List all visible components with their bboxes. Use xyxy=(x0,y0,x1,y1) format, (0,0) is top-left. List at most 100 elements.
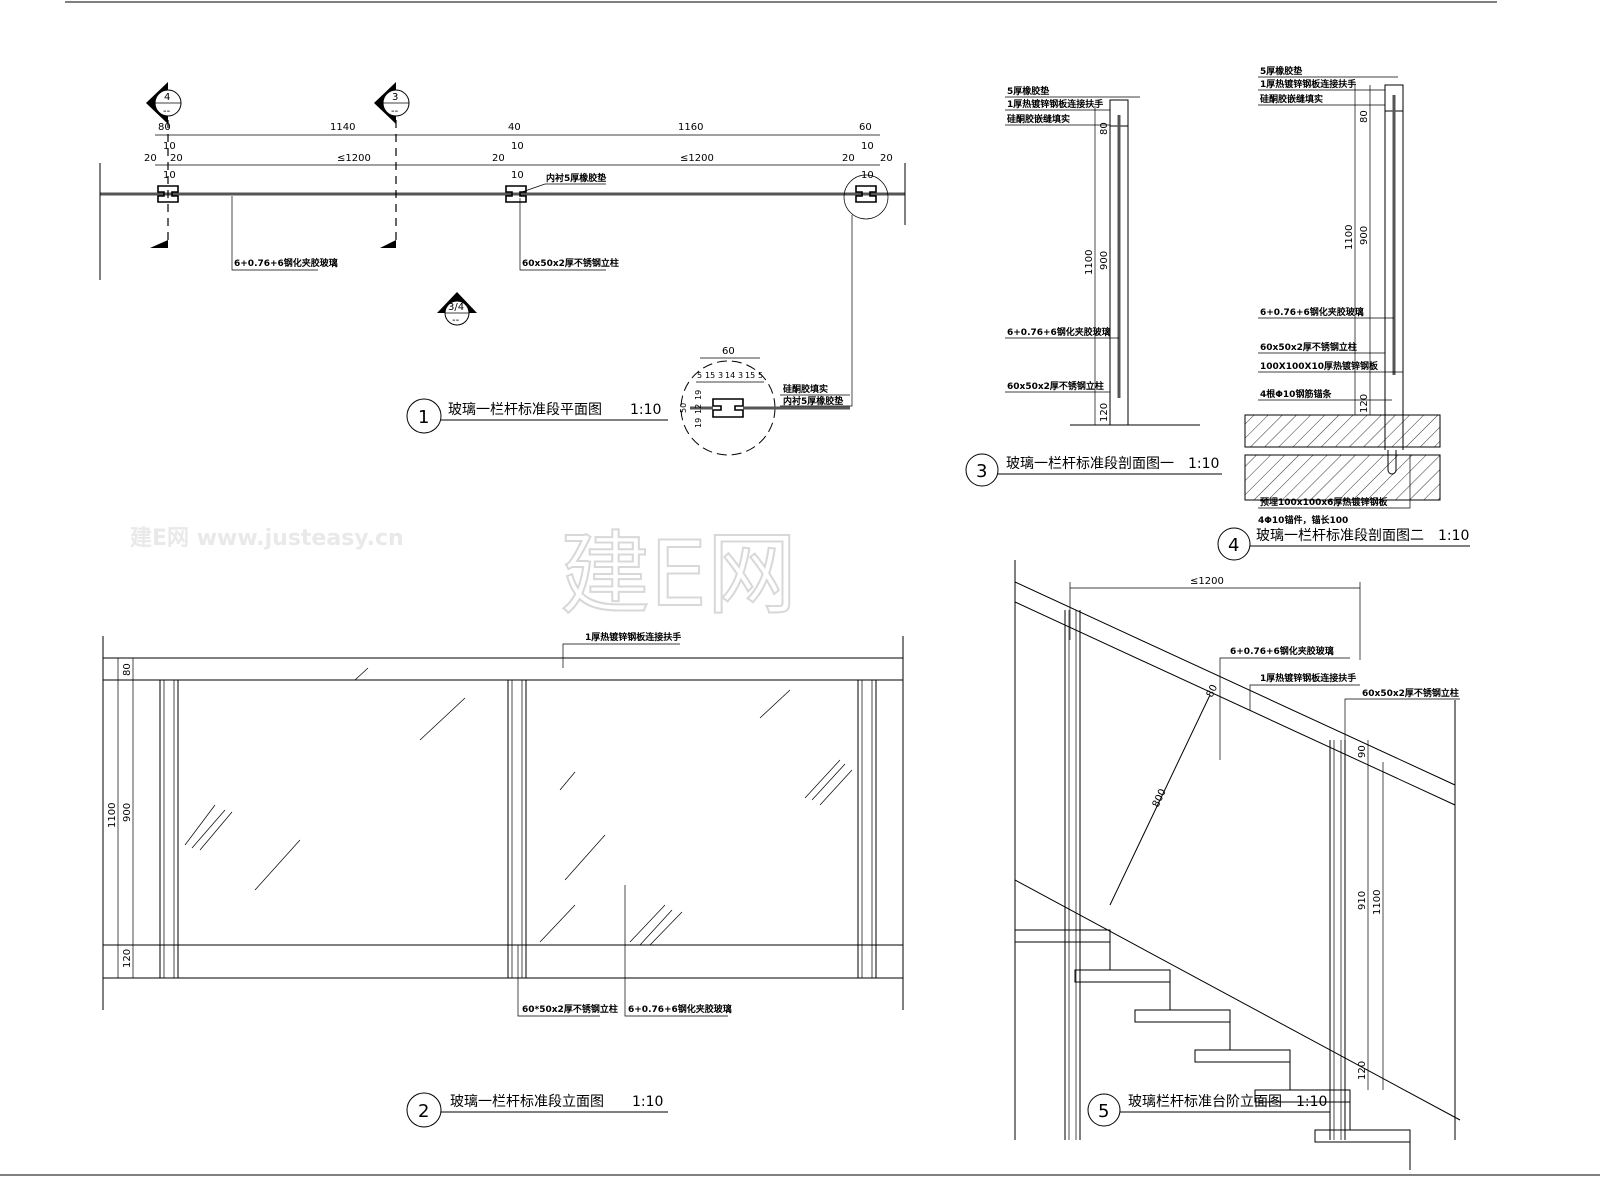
dim-text: 120 xyxy=(1099,403,1110,422)
svg-text:15: 15 xyxy=(745,371,755,380)
dim-text: 10 xyxy=(163,170,176,181)
dim-text: 1100 xyxy=(107,803,118,828)
watermark-layer: 建E网 www.justeasy.cn 建E网 xyxy=(130,521,798,628)
drawing-4-section: 80 900 1100 120 5厚橡胶垫 1厚热镀锌钢板连接扶手 硅酮胶嵌缝填… xyxy=(1217,65,1470,561)
drawing-scale: 1:10 xyxy=(1188,456,1219,472)
label: 5厚橡胶垫 xyxy=(1260,65,1302,77)
label: 100X100X10厚热镀锌钢板 xyxy=(1260,360,1379,372)
label: 6+0.76+6钢化夹胶玻璃 xyxy=(1007,326,1111,338)
dim-text: 120 xyxy=(1359,394,1370,413)
dim-text: 900 xyxy=(1359,226,1370,245)
glass-reflection-mark xyxy=(419,697,466,741)
svg-text:3: 3 xyxy=(738,371,743,380)
drawing-scale: 1:10 xyxy=(1438,528,1469,544)
label-glass: 6+0.76+6钢化夹胶玻璃 xyxy=(234,257,338,269)
diagonal-dimension xyxy=(1109,694,1211,906)
dim-text: 10 xyxy=(163,141,176,152)
dim-text: 80 xyxy=(122,663,133,676)
glass-reflection-mark xyxy=(649,911,683,946)
leader-line xyxy=(1219,657,1350,760)
floor-slab xyxy=(1244,414,1441,448)
dim-text: 900 xyxy=(122,803,133,822)
post-detail: 60 5 15 3 14 3 15 5 50 19 12 19 硅酮胶填实 内衬… xyxy=(679,346,850,456)
watermark-large: 建E网 xyxy=(560,522,797,627)
svg-text:3: 3 xyxy=(718,371,723,380)
svg-text:60: 60 xyxy=(722,346,735,357)
svg-text:--: -- xyxy=(163,106,171,117)
label: 6+0.76+6钢化夹胶玻璃 xyxy=(1260,306,1364,318)
drawing-title: 玻璃一栏杆标准段平面图 xyxy=(448,401,602,418)
stair-tread xyxy=(1074,969,1171,983)
dim-text: 80 xyxy=(1359,110,1370,123)
glass-reflection-mark xyxy=(804,759,841,799)
leader-line xyxy=(1258,455,1411,509)
dim-text: 10 xyxy=(511,141,524,152)
dim-text: 80 xyxy=(158,122,171,133)
leader-line xyxy=(521,183,606,193)
leader-line xyxy=(519,198,606,271)
dim-text: 20 xyxy=(170,153,183,164)
dim-text: 20 xyxy=(144,153,157,164)
svg-text:12: 12 xyxy=(694,404,703,414)
dim-text: 80 xyxy=(1205,683,1220,699)
handrail-top xyxy=(1014,581,1456,786)
drawing-scale: 1:10 xyxy=(1296,1094,1327,1110)
drawing-1-plan: 80 1140 40 1160 60 20 10 20 ≤1200 20 10 … xyxy=(99,82,906,456)
dim-text: ≤1200 xyxy=(337,153,371,164)
drawing-title: 玻璃一栏杆标准段剖面图一 xyxy=(1006,455,1174,472)
dim-text: 60 xyxy=(859,122,872,133)
post-plan-section xyxy=(855,185,877,203)
label-glass: 6+0.76+6钢化夹胶玻璃 xyxy=(1230,645,1334,657)
dim-text: ≤1200 xyxy=(1190,576,1224,587)
dim-text: 10 xyxy=(861,141,874,152)
drawing-scale: 1:10 xyxy=(630,402,661,418)
drawing-scale: 1:10 xyxy=(632,1094,663,1110)
anchor-bar xyxy=(1387,450,1397,475)
label: 60x50x2厚不锈钢立柱 xyxy=(1007,380,1104,392)
drawing-5-stair-elevation: ≤1200 80 800 90 910 1100 120 6+0.76+6钢化夹… xyxy=(1014,560,1461,1170)
label: 4根Φ10钢筋锚条 xyxy=(1260,388,1332,400)
dim-text: 20 xyxy=(880,153,893,164)
svg-text:19: 19 xyxy=(694,418,703,428)
handrail-bottom xyxy=(1014,601,1456,806)
svg-text:内衬5厚橡胶垫: 内衬5厚橡胶垫 xyxy=(783,395,843,407)
dim-text: 1100 xyxy=(1084,250,1095,275)
drawing-title: 玻璃栏杆标准台阶立面图 xyxy=(1128,1093,1282,1110)
svg-text:19: 19 xyxy=(694,390,703,400)
dim-text: 80 xyxy=(1099,122,1110,135)
dim-text: 1100 xyxy=(1372,890,1383,915)
svg-text:--: -- xyxy=(391,106,399,117)
stair-tread xyxy=(1314,1129,1411,1143)
glass-reflection-mark xyxy=(629,904,666,943)
dim-text: 910 xyxy=(1357,891,1368,910)
label: 1厚热镀锌钢板连接扶手 xyxy=(1007,98,1103,110)
leader-line xyxy=(517,945,600,1017)
drawing-number-circle xyxy=(965,453,999,487)
label-glass: 6+0.76+6钢化夹胶玻璃 xyxy=(628,1003,732,1015)
section-mark-3: 3 -- xyxy=(374,82,410,124)
post-plan-section xyxy=(505,185,527,203)
drawing-number: 2 xyxy=(418,1101,429,1122)
drawing-number-circle xyxy=(1087,1093,1121,1127)
svg-text:4: 4 xyxy=(164,92,170,103)
label: 1厚热镀锌钢板连接扶手 xyxy=(1260,78,1356,90)
svg-text:5: 5 xyxy=(758,371,763,380)
label: 硅酮胶嵌缝填实 xyxy=(1260,93,1323,105)
leader-line xyxy=(780,215,853,407)
dim-text: 900 xyxy=(1099,251,1110,270)
drawing-number-circle xyxy=(406,1092,442,1128)
svg-text:50: 50 xyxy=(679,403,688,413)
detail-callout-circle xyxy=(843,174,889,220)
concrete-base xyxy=(1244,454,1441,501)
leader-line xyxy=(231,196,318,271)
label-handrail: 1厚热镀锌钢板连接扶手 xyxy=(1260,672,1356,684)
label: 预埋100x100x6厚热镀锌钢板 xyxy=(1260,496,1388,508)
dim-text: 1140 xyxy=(330,122,355,133)
label: 4Φ10锚件，锚长100 xyxy=(1258,514,1348,526)
section-arrow xyxy=(150,240,168,248)
drawing-number: 3 xyxy=(976,461,987,482)
section-mark-3-4: 3/4 -- xyxy=(437,292,477,326)
label-rubber: 内衬5厚橡胶垫 xyxy=(546,172,606,184)
svg-text:硅酮胶填实: 硅酮胶填实 xyxy=(783,383,828,395)
